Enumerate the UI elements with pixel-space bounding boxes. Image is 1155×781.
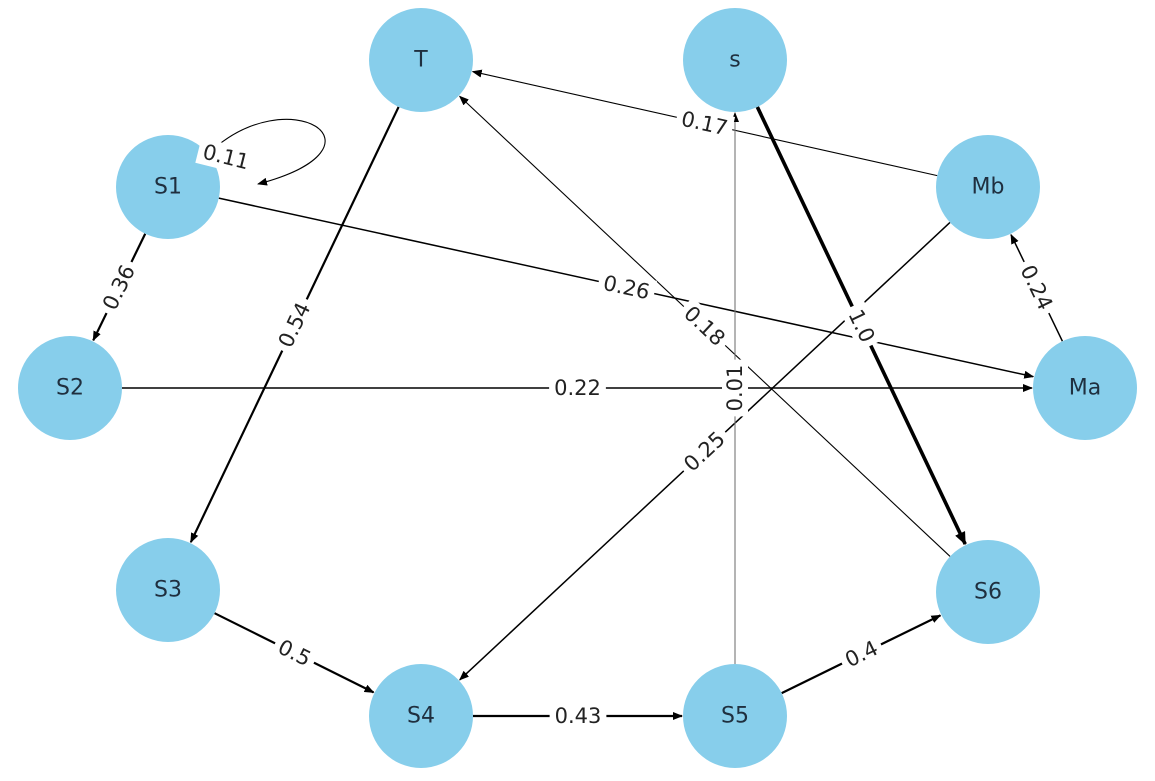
node-label: S1	[154, 175, 182, 200]
node-circle[interactable]	[369, 664, 473, 768]
node-label: S2	[56, 376, 84, 401]
edge-label-background	[270, 293, 319, 357]
edge-label-S5-S6: 0.4	[836, 632, 887, 676]
node-label: S6	[974, 580, 1002, 605]
edge-weight-label: 0.24	[1016, 261, 1058, 314]
edge-label-S6-T: 0.18	[674, 297, 735, 355]
node-circle[interactable]	[683, 664, 787, 768]
edge-weight-label: 0.36	[98, 261, 140, 314]
node-S5[interactable]: S5	[683, 664, 787, 768]
node-label: s	[729, 48, 740, 73]
node-circle[interactable]	[1033, 336, 1137, 440]
edge-label-background	[674, 422, 735, 481]
node-Ma[interactable]: Ma	[1033, 336, 1137, 440]
edge-label-background	[1012, 256, 1061, 319]
node-S1[interactable]: S1	[116, 135, 220, 239]
edge-label-background	[195, 137, 257, 177]
edge-weight-label: 0.54	[274, 299, 316, 352]
node-label: Ma	[1069, 376, 1101, 401]
node-label: S5	[721, 704, 749, 729]
edge-S1-S1	[207, 118, 326, 186]
edge-label-S1-S2: 0.36	[94, 256, 144, 319]
node-label: T	[413, 48, 428, 73]
edge-label-background	[836, 632, 887, 676]
edge-label-T-S3: 0.54	[270, 293, 319, 357]
edge-label-S5-s: 0.01	[722, 359, 748, 417]
node-circle[interactable]	[683, 8, 787, 112]
node-S3[interactable]: S3	[116, 538, 220, 642]
edge-label-S1-Ma: 0.26	[595, 268, 658, 307]
node-label: S3	[154, 578, 182, 603]
edge-label-S2-Ma: 0.22	[549, 375, 606, 401]
edge-label-background	[674, 297, 735, 355]
edge-weight-label: 0.26	[601, 271, 652, 304]
edge-weight-label: 0.01	[723, 365, 747, 412]
edge-label-S4-S5: 0.43	[549, 703, 607, 729]
node-circle[interactable]	[116, 135, 220, 239]
node-T[interactable]: T	[369, 8, 473, 112]
edge-weight-label: 0.22	[554, 376, 601, 400]
edge-label-background	[722, 359, 748, 417]
edge-label-background	[840, 300, 883, 352]
node-circle[interactable]	[116, 538, 220, 642]
node-S2[interactable]: S2	[18, 336, 122, 440]
node-circle[interactable]	[936, 135, 1040, 239]
edge-label-background	[94, 256, 144, 319]
node-S4[interactable]: S4	[369, 664, 473, 768]
node-circle[interactable]	[369, 8, 473, 112]
edge-label-background	[595, 268, 658, 307]
edge-label-background	[673, 104, 736, 143]
node-S6[interactable]: S6	[936, 540, 1040, 644]
node-label: Mb	[972, 175, 1005, 200]
edge-label-S3-S4: 0.5	[269, 631, 320, 675]
edge-label-background	[549, 703, 607, 729]
edge-label-background	[549, 375, 606, 401]
node-s[interactable]: s	[683, 8, 787, 112]
node-circle[interactable]	[18, 336, 122, 440]
edge-weight-label: 0.17	[679, 107, 730, 141]
edge-label-Ma-Mb: 0.24	[1012, 256, 1061, 319]
edge-weight-label: 0.43	[555, 704, 602, 728]
edge-label-s-S6: 1.0	[840, 300, 883, 352]
node-label: S4	[407, 704, 435, 729]
node-Mb[interactable]: Mb	[936, 135, 1040, 239]
node-circle[interactable]	[936, 540, 1040, 644]
edge-label-background	[269, 631, 320, 675]
